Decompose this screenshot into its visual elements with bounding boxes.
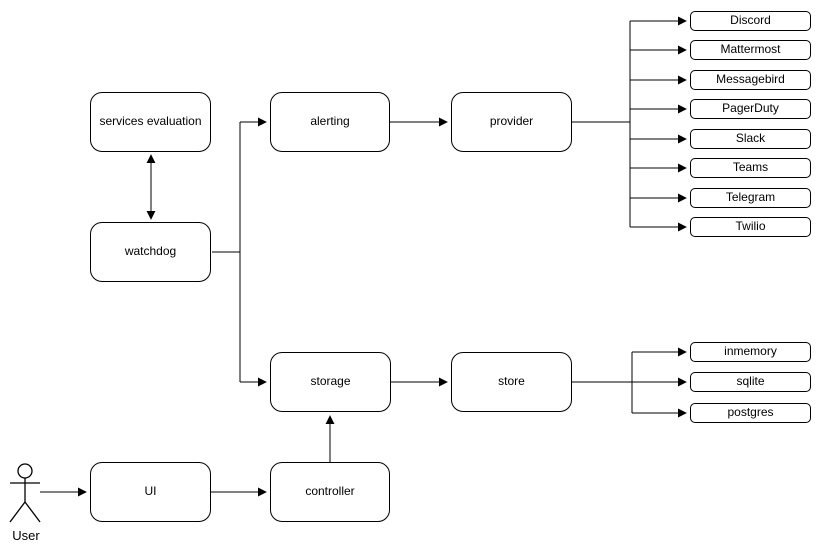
node-ui: UI (90, 462, 211, 522)
node-store-postgres-label: postgres (727, 405, 774, 420)
node-store-sqlite-label: sqlite (736, 374, 765, 389)
node-watchdog: watchdog (90, 222, 211, 282)
user-actor-leg-right (24, 501, 41, 523)
node-watchdog-label: watchdog (124, 244, 177, 259)
node-store-sqlite: sqlite (690, 372, 811, 392)
node-provider-slack: Slack (690, 129, 811, 149)
node-alerting: alerting (270, 92, 390, 152)
node-controller-label: controller (305, 484, 355, 499)
node-provider-discord: Discord (690, 11, 811, 31)
node-store-label: store (498, 374, 525, 389)
node-provider-slack-label: Slack (735, 131, 766, 146)
user-actor-label: User (12, 528, 40, 543)
node-alerting-label: alerting (310, 114, 350, 129)
node-provider-pagerduty-label: PagerDuty (722, 101, 779, 116)
node-provider: provider (451, 92, 572, 152)
user-actor-head (17, 463, 33, 479)
node-services-evaluation: services evaluation (90, 92, 211, 152)
node-provider-telegram-label: Telegram (725, 190, 776, 205)
node-provider-mattermost-label: Mattermost (720, 42, 781, 57)
node-provider-pagerduty: PagerDuty (690, 99, 811, 119)
node-provider-label: provider (489, 114, 534, 129)
user-actor-figure (9, 463, 41, 523)
node-store: store (451, 352, 572, 412)
node-provider-teams: Teams (690, 158, 811, 178)
user-actor-leg-left (9, 501, 26, 523)
node-storage: storage (270, 352, 391, 412)
node-provider-messagebird: Messagebird (690, 70, 811, 90)
node-provider-teams-label: Teams (732, 160, 769, 175)
node-controller: controller (270, 462, 390, 522)
node-provider-twilio: Twilio (690, 217, 811, 237)
node-provider-messagebird-label: Messagebird (716, 72, 785, 87)
node-store-inmemory-label: inmemory (724, 344, 777, 359)
node-provider-discord-label: Discord (730, 13, 771, 28)
node-provider-mattermost: Mattermost (690, 40, 811, 60)
node-provider-twilio-label: Twilio (735, 219, 766, 234)
node-storage-label: storage (310, 374, 351, 389)
node-provider-telegram: Telegram (690, 188, 811, 208)
node-store-postgres: postgres (690, 403, 811, 423)
node-services-evaluation-label: services evaluation (99, 114, 202, 129)
node-store-inmemory: inmemory (690, 342, 811, 362)
node-ui-label: UI (144, 484, 157, 499)
